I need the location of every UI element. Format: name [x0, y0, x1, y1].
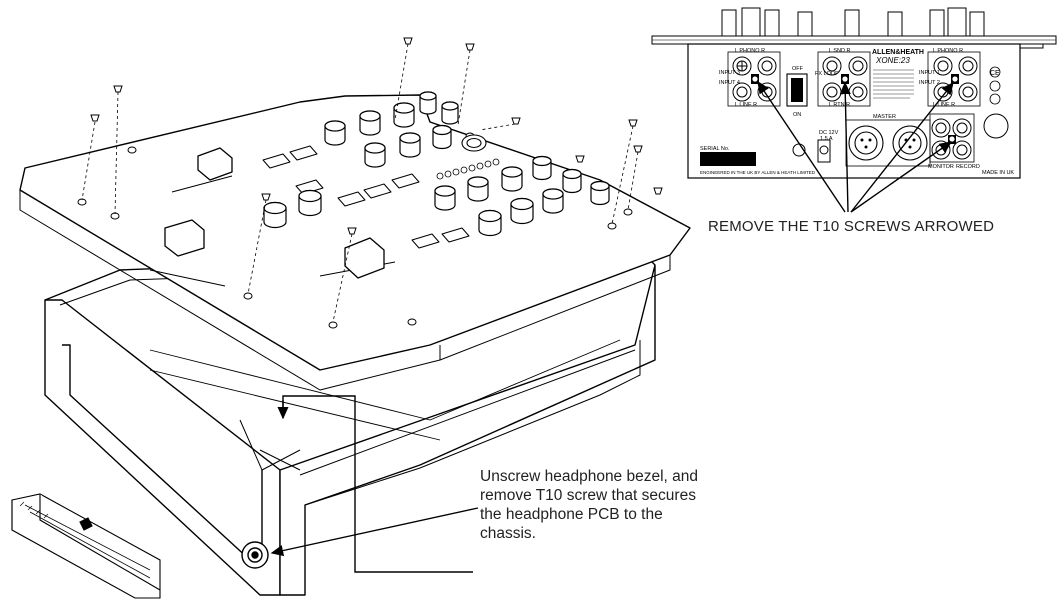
label-phono-l: L PHONO R — [735, 48, 765, 54]
label-line-l: L LINE R — [735, 102, 757, 108]
screws — [81, 37, 663, 323]
label-engineered: ENGINEERED IN THE UK BY ALLEN & HEATH LI… — [700, 170, 816, 175]
screw-arrows — [757, 80, 954, 213]
label-serial: SERIAL No. — [700, 146, 730, 152]
label-line-r: L LINE R — [933, 102, 955, 108]
bezel-caption-line: chassis. — [480, 525, 536, 542]
label-phono-r: L PHONO R — [933, 48, 963, 54]
rear-panel: L PHONO R L SND R L PHONO R INPUT 3 INPU… — [651, 7, 1057, 213]
knobs — [263, 91, 610, 237]
label-on: ON — [793, 112, 801, 118]
label-fx-loop: FX LOOP — [815, 71, 839, 77]
fader-caps — [164, 147, 385, 279]
label-master: MASTER — [873, 114, 896, 120]
spare-fader-part — [11, 493, 161, 599]
label-input1: INPUT 1 — [919, 70, 940, 76]
label-rtn: L RTN R — [829, 102, 850, 108]
rear-model: XONE:23 — [875, 56, 910, 65]
label-snd: L SND R — [829, 48, 851, 54]
chassis — [44, 249, 656, 596]
top-panel — [19, 91, 691, 391]
label-monitor: MONITOR — [928, 164, 954, 170]
label-input4: INPUT 4 — [719, 80, 740, 86]
label-input3: INPUT 3 — [719, 70, 740, 76]
label-dc: DC 12V — [819, 130, 839, 136]
label-amps: 1.5 A — [820, 136, 833, 142]
rear-brand: ALLEN&HEATH — [872, 49, 924, 56]
label-record: RECORD — [956, 164, 980, 170]
bezel-caption-line: remove T10 screw that secures — [480, 487, 696, 504]
bezel-caption-line: Unscrew headphone bezel, and — [480, 468, 699, 485]
bezel-caption: Unscrew headphone bezel, and remove T10 … — [480, 467, 730, 543]
bezel-pointer-lines — [270, 395, 479, 573]
label-off: OFF — [792, 66, 804, 72]
label-ce: CE — [990, 70, 1000, 77]
label-input2: INPUT 2 — [919, 80, 940, 86]
bezel-caption-line: the headphone PCB to the — [480, 506, 663, 523]
rear-panel-caption: REMOVE THE T10 SCREWS ARROWED — [708, 218, 995, 235]
label-made-in: MADE IN UK — [982, 170, 1014, 176]
